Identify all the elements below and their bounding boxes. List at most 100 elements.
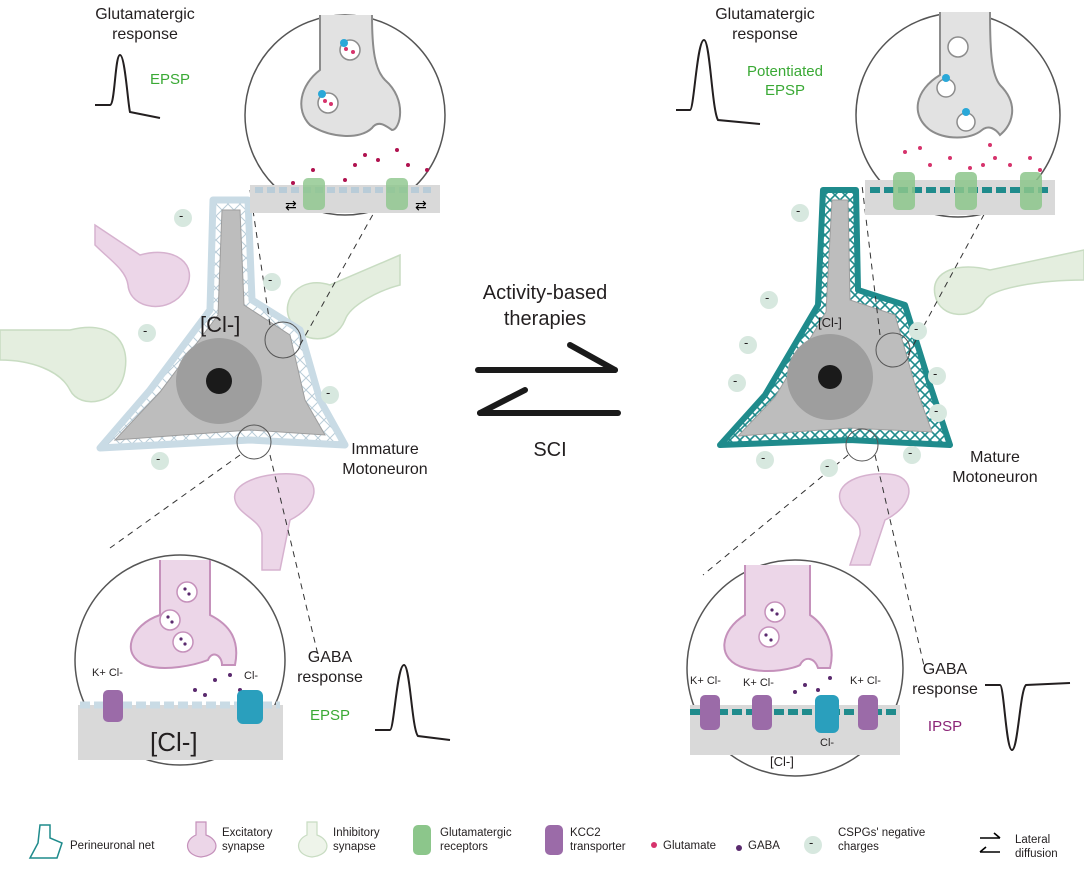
left-bottom-chloride-label: [Cl-] xyxy=(150,727,198,757)
mature-motoneuron-label: Mature Motoneuron xyxy=(930,448,1060,488)
therapy-label-line1: Activity-based xyxy=(482,282,608,304)
excitatory-synapse-left-1 xyxy=(94,223,191,307)
right-chloride-channel-label: Cl- xyxy=(820,737,835,749)
charge-symbol: - xyxy=(179,208,184,223)
legend-inh-line1: Inhibitory xyxy=(333,827,380,839)
ipsp-wave xyxy=(985,682,1071,752)
right-gaba-title-line1: GABA xyxy=(922,661,968,678)
left-cell-chloride-label: [Cl-] xyxy=(200,312,241,337)
right-glut-title-line1: Glutamatergic xyxy=(715,6,815,23)
legend-perineuronal-net: Perineuronal net xyxy=(70,840,155,852)
immature-label-line2: Motoneuron xyxy=(342,461,428,478)
charge-symbol: - xyxy=(796,203,801,218)
right-kcc2-ions-label-1: K+ Cl- xyxy=(690,675,721,687)
left-chloride-channel-label: Cl- xyxy=(244,670,259,682)
legend-cspg-charges: CSPGs' negative charges xyxy=(838,826,925,854)
epsp-wave-left-top xyxy=(95,53,161,119)
left-gaba-title: GABA response xyxy=(290,648,370,688)
legend-cspg-line2: charges xyxy=(838,841,879,853)
left-gaba-title-line1: GABA xyxy=(307,649,353,666)
charge-symbol: - xyxy=(825,458,830,473)
svg-text:⇄: ⇄ xyxy=(285,197,297,213)
charge-symbol: - xyxy=(765,290,770,305)
forward-arrow xyxy=(475,342,618,373)
legend-glr-line1: Glutamatergic xyxy=(440,827,512,839)
charge-symbol: - xyxy=(933,366,938,381)
cspg-charges-right xyxy=(728,204,947,477)
kcc2-transporter-icon xyxy=(545,825,563,855)
zoom-marker-top-left xyxy=(264,321,302,359)
legend-glutamate: Glutamate xyxy=(663,840,717,852)
legend-charge-symbol: - xyxy=(809,835,814,850)
legend-exc-line1: Excitatory xyxy=(222,827,273,839)
legend-lat-line2: diffusion xyxy=(1015,848,1058,860)
charge-symbol: - xyxy=(156,451,161,466)
charge-symbol: - xyxy=(268,272,273,287)
mature-label-line2: Motoneuron xyxy=(952,469,1038,486)
right-glut-wave-label: Potentiated EPSP xyxy=(730,62,840,100)
right-glut-title-line2: response xyxy=(732,26,798,43)
legend-glutamatergic-receptors: Glutamatergic receptors xyxy=(440,826,512,854)
cspg-charge-icon xyxy=(804,836,822,854)
left-glut-title-line1: Glutamatergic xyxy=(95,6,195,23)
legend-kcc-line2: transporter xyxy=(570,841,626,853)
left-glut-title-line2: response xyxy=(112,26,178,43)
legend-inhibitory-synapse: Inhibitory synapse xyxy=(333,826,380,854)
excitatory-synapse-icon xyxy=(187,821,217,858)
inhibitory-synapse-left-2 xyxy=(286,253,401,340)
immature-motoneuron xyxy=(96,196,349,452)
charge-symbol: - xyxy=(733,373,738,388)
mature-label-line1: Mature xyxy=(970,449,1020,466)
charge-symbol: - xyxy=(143,323,148,338)
charge-symbol: - xyxy=(761,450,766,465)
right-glut-wave-label-line1: Potentiated xyxy=(747,63,823,80)
lateral-diffusion-icon xyxy=(979,832,1001,853)
svg-text:⇄: ⇄ xyxy=(415,197,427,213)
cspg-charges-left xyxy=(138,209,339,470)
legend-kcc-line1: KCC2 xyxy=(570,827,601,839)
charge-symbol: - xyxy=(934,403,939,418)
left-gaba-title-line2: response xyxy=(297,669,363,686)
zoom-circle-glutamatergic-left: ⇄ ⇄ xyxy=(244,14,446,216)
right-kcc2-ions-label-3: K+ Cl- xyxy=(850,675,881,687)
right-bottom-chloride-label: [Cl-] xyxy=(770,754,794,769)
inhibitory-synapse-right-1 xyxy=(933,249,1084,316)
zoom-circle-glutamatergic-right xyxy=(855,11,1061,218)
zoom-marker-bottom-left xyxy=(236,424,272,460)
zoom-circle-gaba-left xyxy=(74,554,286,766)
right-cell-chloride-label: [Cl-] xyxy=(818,315,842,330)
mature-motoneuron xyxy=(717,187,953,448)
zoom-circle-gaba-right xyxy=(686,559,904,777)
charge-symbol: - xyxy=(326,385,331,400)
charge-symbol: - xyxy=(744,335,749,350)
left-gaba-wave-label: EPSP xyxy=(309,707,351,724)
excitatory-synapse-right-1 xyxy=(838,473,910,566)
left-glut-wave-label: EPSP xyxy=(149,71,191,88)
legend-icons xyxy=(28,821,1001,859)
legend-lateral-diffusion: Lateral diffusion xyxy=(1015,833,1058,861)
charge-symbol: - xyxy=(908,445,913,460)
gaba-dot-icon xyxy=(736,845,742,851)
legend-inh-line2: synapse xyxy=(333,841,376,853)
potentiated-epsp-wave xyxy=(676,38,761,125)
therapy-label: Activity-based therapies xyxy=(470,280,620,332)
right-kcc2-ions-label-2: K+ Cl- xyxy=(743,677,774,689)
perineuronal-net-icon xyxy=(28,824,63,859)
legend-kcc2-transporter: KCC2 transporter xyxy=(570,826,626,854)
right-gaba-title-line2: response xyxy=(912,681,978,698)
glutamate-dot-icon xyxy=(651,842,657,848)
legend-cspg-line1: CSPGs' negative xyxy=(838,827,926,839)
left-glut-title: Glutamatergic response xyxy=(80,5,210,45)
excitatory-synapse-left-2 xyxy=(234,473,315,571)
legend-glr-line2: receptors xyxy=(440,841,488,853)
reverse-arrow xyxy=(477,387,621,416)
inhibitory-synapse-icon xyxy=(298,821,328,858)
zoom-marker-top-right xyxy=(875,332,911,368)
immature-motoneuron-label: Immature Motoneuron xyxy=(320,440,450,480)
legend-excitatory-synapse: Excitatory synapse xyxy=(222,826,273,854)
right-gaba-wave-label: IPSP xyxy=(927,718,963,735)
charge-symbol: - xyxy=(914,321,919,336)
epsp-wave-left-bottom xyxy=(375,663,451,741)
inhibitory-synapse-left-1 xyxy=(0,326,127,403)
